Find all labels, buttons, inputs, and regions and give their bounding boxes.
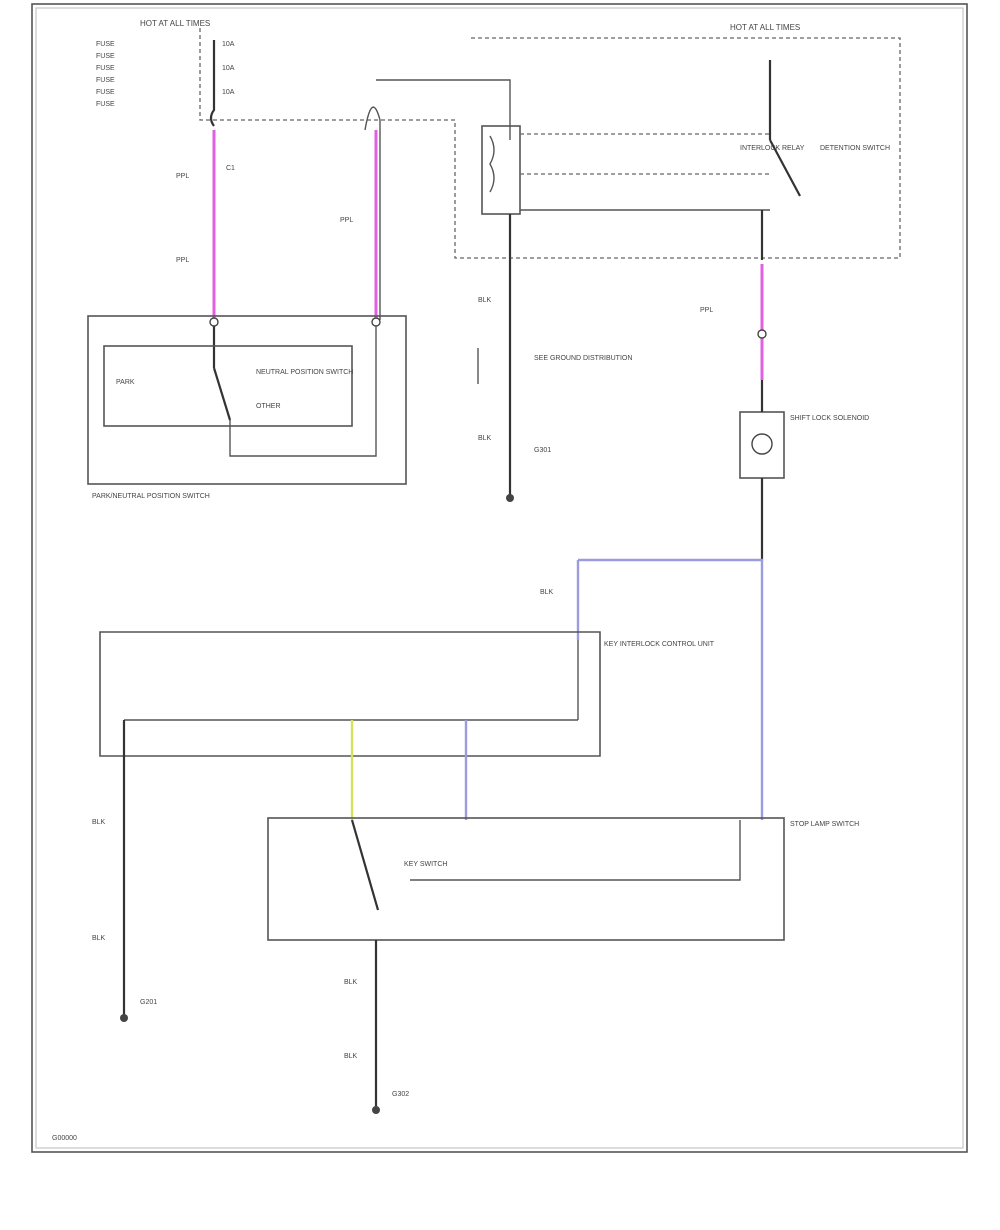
fuse-value-1: 10A	[222, 41, 235, 48]
fuse-left	[209, 40, 216, 127]
ground-right-label: G302	[392, 1091, 409, 1098]
connector-node-2	[371, 317, 381, 327]
fuse-box-outline	[199, 28, 901, 259]
solenoid-icon	[751, 433, 773, 455]
detention-switch-label: DETENTION SWITCH	[820, 145, 890, 152]
fuse-label-2: FUSE	[96, 53, 115, 60]
figure-id: G00000	[52, 1135, 77, 1142]
detention-switch-blade	[769, 139, 801, 197]
fuse-label-3: FUSE	[96, 65, 115, 72]
switch-pos-label: PARK	[116, 379, 135, 386]
ground-note-mid: SEE GROUND DISTRIBUTION	[534, 355, 632, 362]
fuse-label-1: FUSE	[96, 41, 115, 48]
wire-label-w7: PPL	[700, 307, 713, 314]
key-interlock-control-unit	[99, 631, 601, 757]
ground-left-icon	[120, 1014, 128, 1022]
interlock-relay	[481, 125, 521, 215]
relay-label: INTERLOCK RELAY	[740, 145, 805, 152]
key-switch-blade	[350, 819, 380, 911]
unit-label: KEY INTERLOCK CONTROL UNIT	[604, 641, 715, 648]
hot-label-right: HOT AT ALL TIMES	[730, 23, 800, 32]
relay-feed	[376, 79, 511, 140]
wire-label-w8: BLK	[540, 589, 554, 596]
key-switch-label: KEY SWITCH	[404, 861, 447, 868]
hot-label-left: HOT AT ALL TIMES	[140, 19, 210, 28]
wire-label-w11: BLK	[344, 979, 358, 986]
diagram-frame	[31, 3, 968, 1153]
wire-lilac	[578, 558, 764, 820]
fuse-labels: FUSE FUSE FUSE FUSE FUSE FUSE 10A 10A 10…	[96, 41, 235, 108]
wire-label-w4: BLK	[478, 435, 492, 442]
wire-label-w3: BLK	[478, 297, 492, 304]
connector-node-1	[209, 317, 219, 327]
ground-mid-label: G301	[534, 447, 551, 454]
fuse-label-5: FUSE	[96, 89, 115, 96]
switch-pos2-label: OTHER	[256, 403, 281, 410]
ground-left-label: G201	[140, 999, 157, 1006]
diagram-frame-inner	[35, 7, 964, 1149]
fuse-label-4: FUSE	[96, 77, 115, 84]
connector-label-1: C1	[226, 165, 235, 172]
switch-label: NEUTRAL POSITION SWITCH	[256, 369, 353, 376]
wire-label-w10: BLK	[92, 935, 106, 942]
switch-return-wire	[229, 326, 377, 457]
relay-coil	[489, 135, 495, 193]
park-neutral-switch-box	[87, 315, 407, 485]
wire-label-w1: PPL	[176, 173, 189, 180]
fuse-mid	[364, 106, 381, 320]
wire-label-w12: BLK	[344, 1053, 358, 1060]
ground-right-icon	[372, 1106, 380, 1114]
connector-node-3	[757, 329, 767, 339]
fuse-value-2: 10A	[222, 65, 235, 72]
switch-caption: PARK/NEUTRAL POSITION SWITCH	[92, 493, 210, 500]
fuse-label-6: FUSE	[96, 101, 115, 108]
park-neutral-switch-inner	[103, 345, 353, 427]
solenoid-label: SHIFT LOCK SOLENOID	[790, 415, 869, 422]
fuse-value-3: 10A	[222, 89, 235, 96]
brake-switch-label: STOP LAMP SWITCH	[790, 821, 859, 828]
wire-label-w9: BLK	[92, 819, 106, 826]
wire-label-w6: PPL	[340, 217, 353, 224]
key-switch-return	[410, 820, 741, 881]
key-switch-box	[267, 817, 785, 941]
wire-label-w2: PPL	[176, 257, 189, 264]
ground-mid-icon	[506, 494, 514, 502]
switch-blade	[212, 367, 232, 421]
